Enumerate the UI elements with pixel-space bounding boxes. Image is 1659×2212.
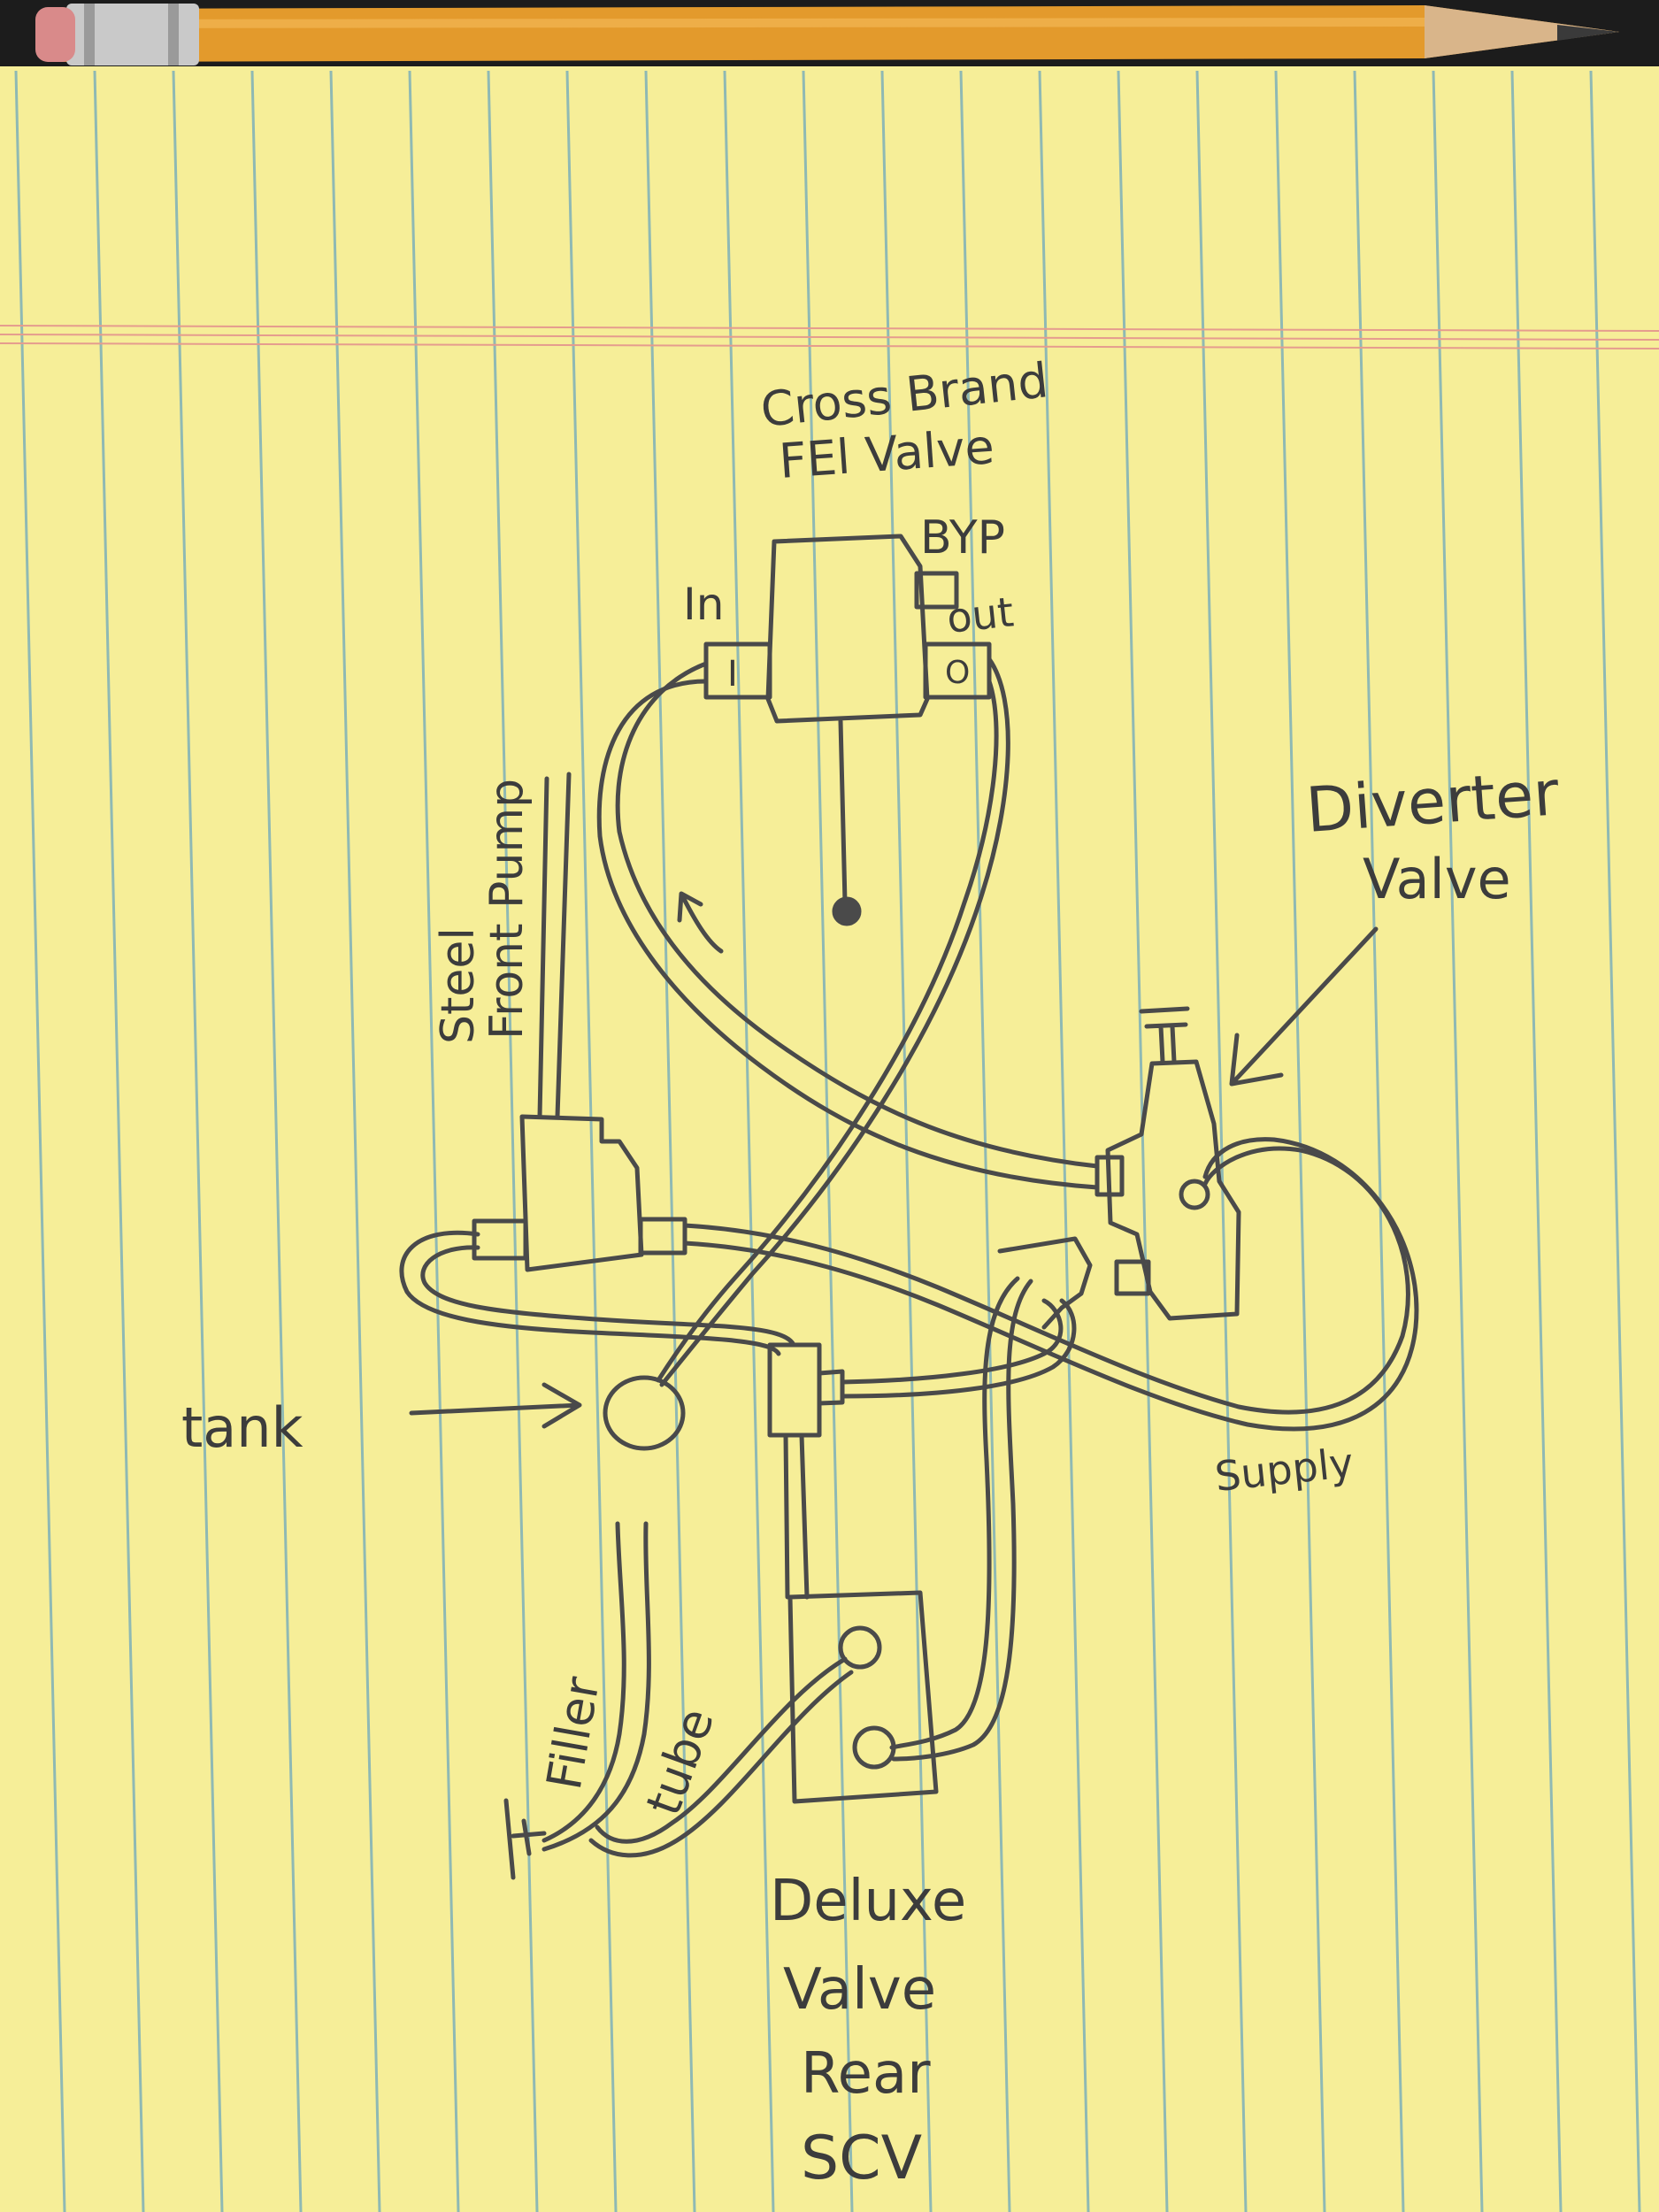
ruled-line <box>723 70 775 2212</box>
hose-diverter-to-scv <box>891 1279 1033 1762</box>
ruled-line <box>1510 70 1563 2212</box>
scv-port-upper <box>838 1625 882 1670</box>
hose-tank-to-pump <box>399 1230 781 1356</box>
hose-scv-to-filler <box>595 1656 848 1844</box>
ruled-line <box>1117 70 1169 2212</box>
fel-handle <box>838 718 848 905</box>
tee-side-port <box>817 1369 845 1406</box>
fel-handle-knob <box>832 896 862 926</box>
ruled-line <box>408 70 460 2212</box>
diverter-right-port <box>1179 1179 1210 1210</box>
hose-tank-to-pump <box>420 1245 796 1348</box>
ruled-line <box>1589 70 1641 2212</box>
pump-body <box>519 1114 644 1272</box>
hose-tee-to-diverter <box>840 1298 1064 1385</box>
hose-fel-out-to-tank <box>659 657 1010 1387</box>
pump-right-port <box>638 1217 687 1256</box>
diverter-label-line1: Diverter <box>1303 757 1561 847</box>
ruled-line <box>329 70 381 2212</box>
ruled-line <box>172 70 224 2212</box>
port-o-label: O <box>945 655 970 691</box>
out-label: out <box>945 588 1017 642</box>
hose-scv-to-filler <box>588 1670 854 1858</box>
hose-tee-to-scv <box>783 1432 810 1600</box>
filler-tube <box>541 1521 651 1852</box>
fel-valve-body <box>765 534 930 724</box>
hose-pump-to-diverter <box>682 1137 1419 1432</box>
ruled-line <box>250 70 303 2212</box>
diverter-bracket <box>997 1236 1093 1330</box>
hose-fel-out-to-tank <box>656 679 999 1383</box>
in-label: In <box>683 579 724 630</box>
ruled-line <box>1274 70 1326 2212</box>
ruled-line <box>565 70 618 2212</box>
hose-pump-to-diverter <box>682 1146 1410 1415</box>
scv-body <box>787 1590 939 1804</box>
fel-bypass-port <box>914 571 959 610</box>
filler-tube <box>541 1521 626 1843</box>
flow-arrow <box>677 891 724 954</box>
pump-shaft <box>537 772 572 1119</box>
ruled-line <box>802 70 854 2212</box>
hose-diverter-to-fel-in <box>596 679 1100 1190</box>
tank-outlet <box>603 1375 686 1451</box>
port-i-label: I <box>727 654 738 695</box>
tank-label: tank <box>181 1395 303 1460</box>
diverter-bottom-port <box>1114 1259 1151 1296</box>
hose-tee-to-diverter <box>840 1298 1077 1399</box>
pump-label-line1: Steel <box>432 927 485 1044</box>
filler-cap <box>503 1798 547 1880</box>
ruled-line <box>1195 70 1248 2212</box>
fel-out-port <box>923 641 992 700</box>
margin-line <box>0 334 1659 341</box>
ruled-line <box>93 70 145 2212</box>
scv-label-line4: SCV <box>801 2124 922 2193</box>
diverter-knob <box>1139 1006 1190 1064</box>
scv-label-line1: Deluxe <box>770 1869 966 1934</box>
fel-in-port <box>703 641 772 700</box>
scv-label-line3: Rear <box>801 2041 931 2107</box>
ruled-lines <box>14 70 1641 2212</box>
pencil-icon <box>35 4 1619 65</box>
margin-lines <box>0 325 1659 349</box>
ruled-line <box>880 70 933 2212</box>
scv-label-line2: Valve <box>783 1957 936 2023</box>
ruled-line <box>1353 70 1405 2212</box>
diverter-arrow <box>1229 926 1379 1087</box>
pump-label-line2: Front Pump <box>480 779 534 1040</box>
hose-diverter-to-scv <box>889 1276 1020 1750</box>
diverter-body <box>1105 1059 1241 1321</box>
tank-arrow <box>409 1382 582 1429</box>
ruled-line <box>959 70 1011 2212</box>
diverter-left-port <box>1094 1155 1125 1197</box>
ruled-line <box>644 70 696 2212</box>
byp-label: BYP <box>920 511 1005 565</box>
diverter-label-line2: Valve <box>1363 847 1511 911</box>
ruled-line <box>14 70 66 2212</box>
ruled-line <box>1038 70 1090 2212</box>
ruled-line <box>1432 70 1484 2212</box>
margin-line <box>0 342 1659 349</box>
hose-diverter-to-fel-in <box>615 661 1100 1169</box>
pump-left-port <box>472 1218 528 1261</box>
margin-line <box>0 325 1659 332</box>
